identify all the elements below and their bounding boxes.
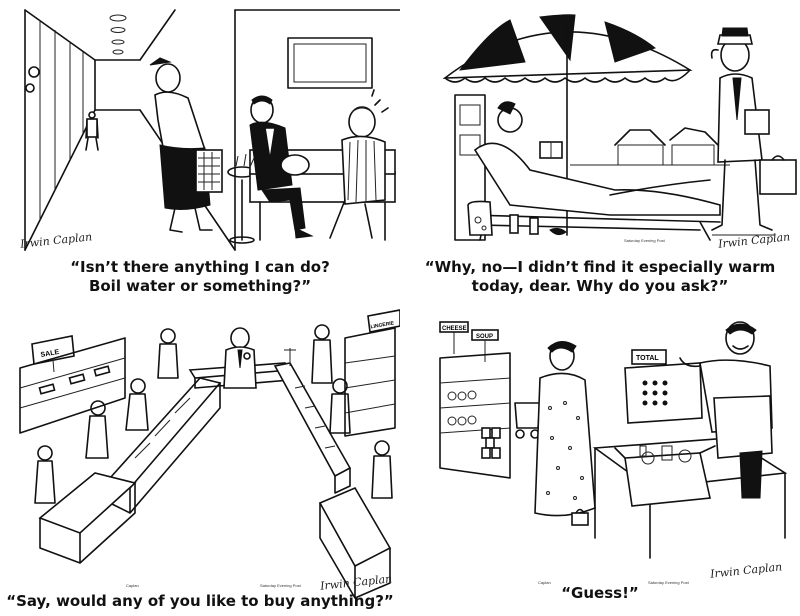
caption-line: “Why, no—I didn’t find it especially war… [424,258,776,276]
soup-sign: SOUP [476,334,493,340]
cartoon-panel-hospital: Irwin Caplan “Isn’t there anything I can… [0,0,400,308]
cheese-sign: CHEESE [442,326,467,332]
cartoon-panel-sunbathing: Saturday Evening Post Irwin Caplan “Why,… [400,0,800,308]
artist-credit: Caplan [126,583,139,588]
caption-line: “Say, would any of you like to buy anyth… [6,592,394,610]
hospital-waiting-room-illustration [24,9,400,251]
publication-credit: Saturday Evening Post [260,583,301,588]
caption-line: “Isn’t there anything I can do? [70,258,330,276]
cartoon-panel-grocery: CHEESE SOUP [400,308,800,616]
grocery-checkout-illustration: CHEESE SOUP [439,321,788,559]
caption-line: today, dear. Why do you ask?” [471,277,729,295]
total-sign: TOTAL [636,355,659,362]
cartoon-caption: “Why, no—I didn’t find it especially war… [400,258,800,296]
department-store-illustration: SALE LINGERIE [19,309,400,599]
publication-credit: Saturday Evening Post [648,580,689,585]
cartoon-panel-store: SALE LINGERIE [0,308,400,616]
caption-line: “Guess!” [561,584,639,602]
cartoon-caption: “Guess!” [400,584,800,603]
lingerie-sign: LINGERIE [370,320,395,330]
sunbathing-illustration [442,14,797,241]
artist-credit: Caplan [538,580,551,585]
cartoon-caption: “Isn’t there anything I can do? Boil wat… [0,258,400,296]
caption-line: Boil water or something?” [88,277,312,295]
sale-sign: SALE [40,349,60,359]
publication-credit: Saturday Evening Post [624,238,665,243]
cartoon-caption: “Say, would any of you like to buy anyth… [0,592,400,611]
